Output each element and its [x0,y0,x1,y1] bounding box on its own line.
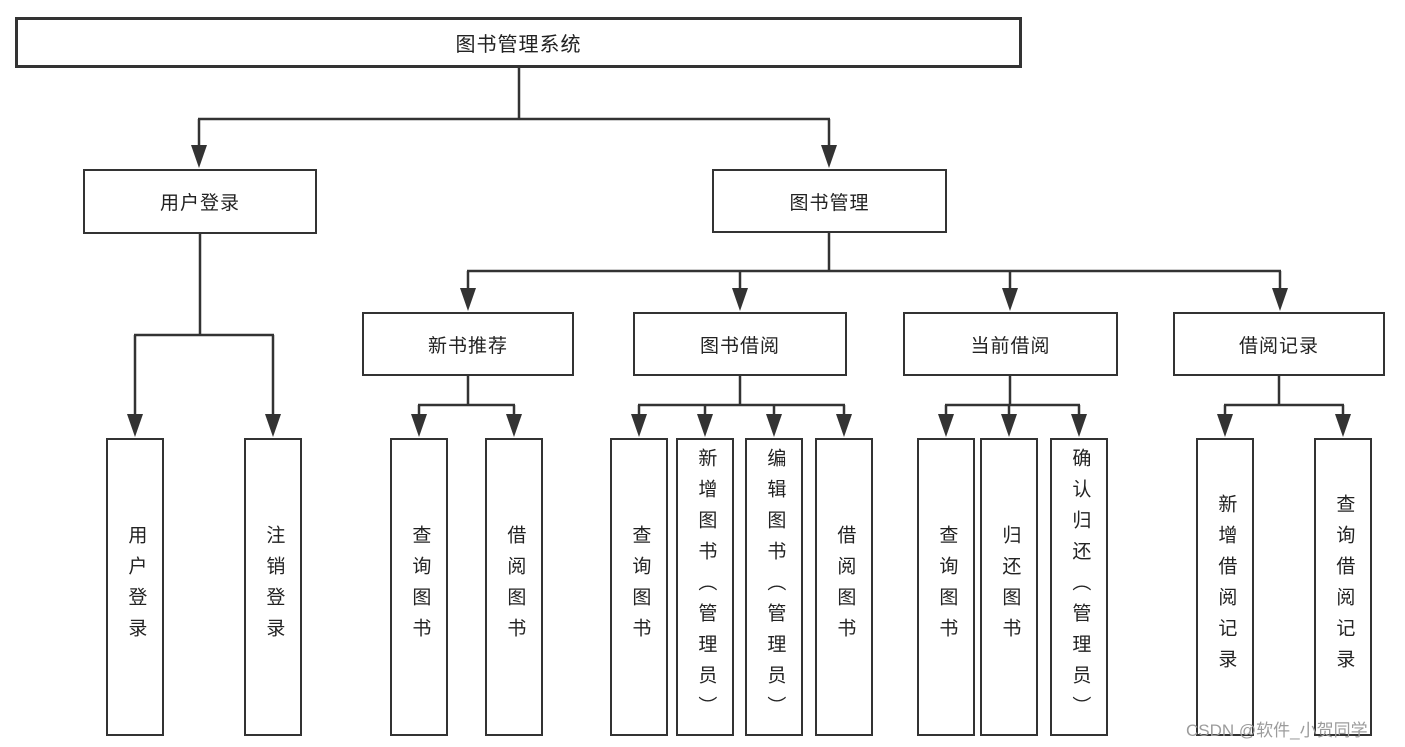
leaf-add-borrow-record: 新增借阅记录 [1196,438,1254,736]
node-current-borrow-label: 当前借阅 [970,335,1051,357]
leaf-borrow-books: 借阅图书 [815,438,873,736]
leaf-borrow-books-recommend: 借阅图书 [485,438,543,736]
leaf-user-login: 用户登录 [106,438,164,736]
leaf-query-books-recommend: 查询图书 [390,438,448,736]
leaf-label: 查询借阅记录 [1333,494,1355,680]
node-new-book-recommend: 新书推荐 [362,312,574,376]
node-borrow-records: 借阅记录 [1173,312,1385,376]
node-root-label: 图书管理系统 [455,34,582,56]
leaf-query-books-borrow: 查询图书 [610,438,668,736]
leaf-add-books-admin: 新增图书（管理员） [676,438,734,736]
node-root: 图书管理系统 [15,17,1022,68]
arrowheads [127,145,1351,437]
node-book-management-label: 图书管理 [789,192,870,214]
leaf-label: 查询图书 [629,525,651,649]
leaf-query-books-current: 查询图书 [917,438,975,736]
leaf-label: 查询图书 [936,525,958,649]
leaf-confirm-return-admin: 确认归还（管理员） [1050,438,1108,736]
leaf-label: 归还图书 [999,525,1021,649]
leaf-label: 新增借阅记录 [1215,494,1237,680]
leaf-label: 借阅图书 [504,525,526,649]
node-borrow-records-label: 借阅记录 [1238,335,1319,357]
node-user-login-label: 用户登录 [159,193,240,214]
leaf-logout: 注销登录 [244,438,302,736]
leaf-label: 借阅图书 [834,525,856,649]
node-user-login: 用户登录 [83,169,317,234]
leaf-label: 新增图书（管理员） [695,447,717,727]
leaf-label: 确认归还（管理员） [1069,447,1091,727]
leaf-label: 查询图书 [409,525,431,649]
leaf-return-books: 归还图书 [980,438,1038,736]
leaf-label: 编辑图书（管理员） [764,447,786,727]
leaf-label: 注销登录 [263,525,285,649]
leaf-edit-books-admin: 编辑图书（管理员） [745,438,803,736]
node-new-book-recommend-label: 新书推荐 [427,335,508,357]
node-current-borrow: 当前借阅 [903,312,1118,376]
csdn-watermark: CSDN @软件_小贺同学 [1186,721,1368,740]
node-book-borrow: 图书借阅 [633,312,847,376]
leaf-query-borrow-record: 查询借阅记录 [1314,438,1372,736]
leaf-label: 用户登录 [125,525,147,649]
node-book-borrow-label: 图书借阅 [699,335,780,357]
node-book-management: 图书管理 [712,169,947,233]
